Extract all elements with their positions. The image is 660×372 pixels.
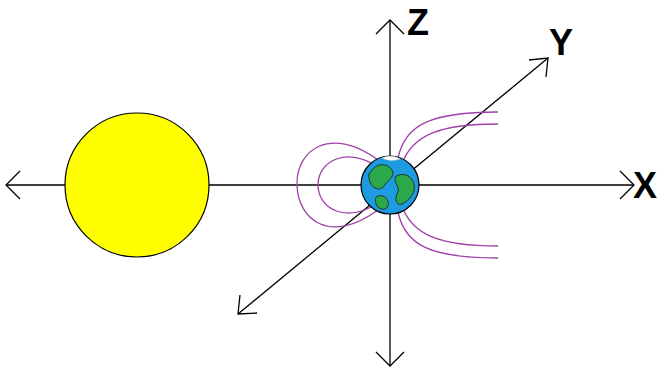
axis-label: X	[633, 168, 657, 204]
sun	[65, 113, 209, 257]
earth	[361, 156, 419, 214]
magnetic-field-lines	[297, 112, 498, 258]
coordinate-axes	[6, 20, 634, 366]
axis-label: Z	[407, 5, 429, 41]
axis-label: Y	[549, 25, 573, 61]
